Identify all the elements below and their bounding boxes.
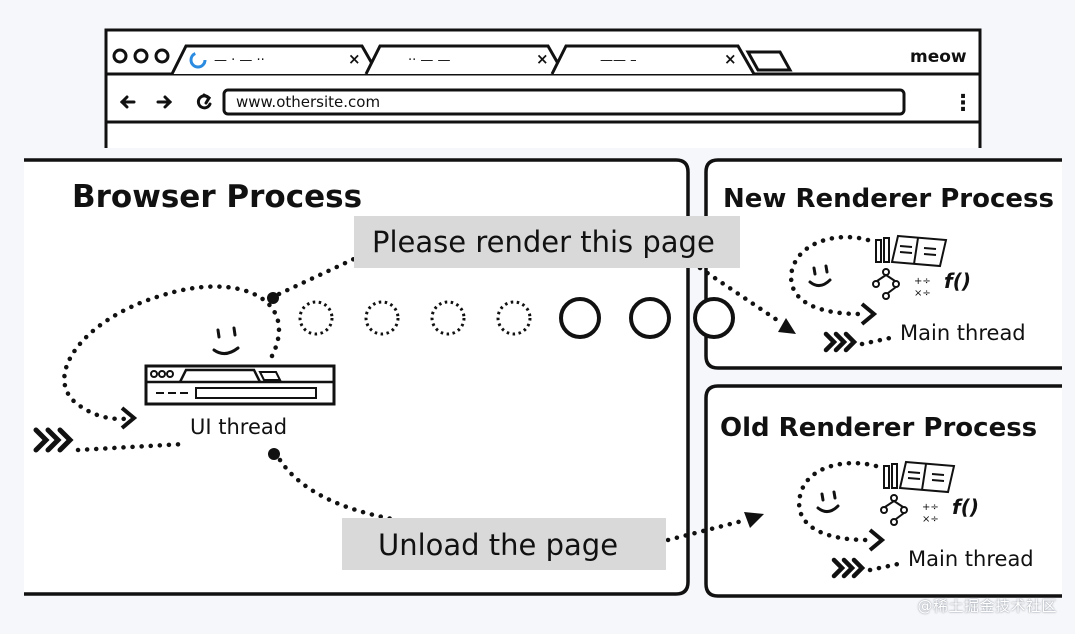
loading-spinner-icon xyxy=(189,51,207,69)
ui-thread-loop-arrowhead xyxy=(120,406,138,430)
tab-2-close-icon[interactable]: × xyxy=(536,50,549,68)
old-renderer-panel: Old Renderer Process +÷ ×÷ f() Mai xyxy=(704,384,1062,598)
unload-message-connector xyxy=(268,448,764,543)
svg-text:×÷: ×÷ xyxy=(922,514,939,525)
unload-message-text: Unload the page xyxy=(378,528,618,562)
new-renderer-function-icon: f() xyxy=(944,269,971,293)
back-icon[interactable] xyxy=(119,95,136,109)
new-renderer-thread-label: Main thread xyxy=(900,321,1026,345)
ipc-message-circles xyxy=(298,297,735,339)
ui-thread-label: UI thread xyxy=(190,415,287,439)
tab-1-close-icon[interactable]: × xyxy=(348,50,361,68)
unload-message-box: Unload the page xyxy=(342,518,666,570)
old-renderer-chevrons-icon xyxy=(831,557,866,579)
render-message-connector xyxy=(267,255,796,334)
browser-process-panel: Browser Process xyxy=(24,158,690,596)
tab-1[interactable]: — · — ·· × xyxy=(170,44,380,75)
render-message-text: Please render this page xyxy=(372,225,715,259)
tab-1-label: — · — ·· xyxy=(214,53,265,68)
svg-text:+÷: +÷ xyxy=(914,276,931,287)
old-renderer-loop xyxy=(796,460,879,543)
new-renderer-smiley-icon xyxy=(808,264,832,287)
old-renderer-function-icon: f() xyxy=(952,495,979,519)
ui-thread-chevrons-icon xyxy=(33,427,74,453)
old-renderer-tools-icon: +÷ ×÷ xyxy=(880,460,956,526)
url-text: www.othersite.com xyxy=(236,93,380,111)
render-message-box: Please render this page xyxy=(354,216,740,268)
reload-icon[interactable] xyxy=(196,93,212,110)
old-renderer-thread-label: Main thread xyxy=(908,547,1034,571)
new-renderer-title: New Renderer Process xyxy=(723,184,1054,214)
unload-message-arrowhead xyxy=(744,512,764,528)
forward-icon[interactable] xyxy=(156,95,173,109)
old-renderer-title: Old Renderer Process xyxy=(720,413,1037,443)
new-renderer-loop xyxy=(788,234,871,317)
tab-2-label: ·· — — xyxy=(408,53,451,68)
ui-thread-smiley-icon xyxy=(212,326,240,355)
watermark: @稀土掘金技术社区 xyxy=(917,597,1057,615)
window-controls[interactable] xyxy=(112,48,170,64)
old-renderer-smiley-icon xyxy=(816,490,840,513)
new-tab-button[interactable] xyxy=(745,50,793,72)
tab-3-label: —— – xyxy=(600,53,637,68)
menu-icon[interactable]: ⋮ xyxy=(952,91,974,116)
svg-text:×÷: ×÷ xyxy=(914,288,931,299)
render-message-arrowhead xyxy=(778,318,796,334)
new-renderer-panel: New Renderer Process +÷ ×÷ f() xyxy=(704,158,1062,370)
new-renderer-chevrons-icon xyxy=(823,331,858,353)
ui-thread-chevron-tail xyxy=(75,441,187,453)
address-bar[interactable] xyxy=(222,88,906,116)
tab-3-close-icon[interactable]: × xyxy=(724,50,737,68)
browser-process-title: Browser Process xyxy=(72,179,362,215)
tab-3[interactable]: —— – × xyxy=(550,44,756,75)
browser-window: — · — ·· × ·· — — × —— – × meow www xyxy=(104,28,982,148)
mini-browser-icon xyxy=(144,364,336,406)
svg-text:+÷: +÷ xyxy=(922,502,939,513)
new-renderer-tools-icon: +÷ ×÷ xyxy=(872,234,948,300)
tab-2[interactable]: ·· — — × xyxy=(364,44,566,75)
profile-name[interactable]: meow xyxy=(910,47,967,67)
